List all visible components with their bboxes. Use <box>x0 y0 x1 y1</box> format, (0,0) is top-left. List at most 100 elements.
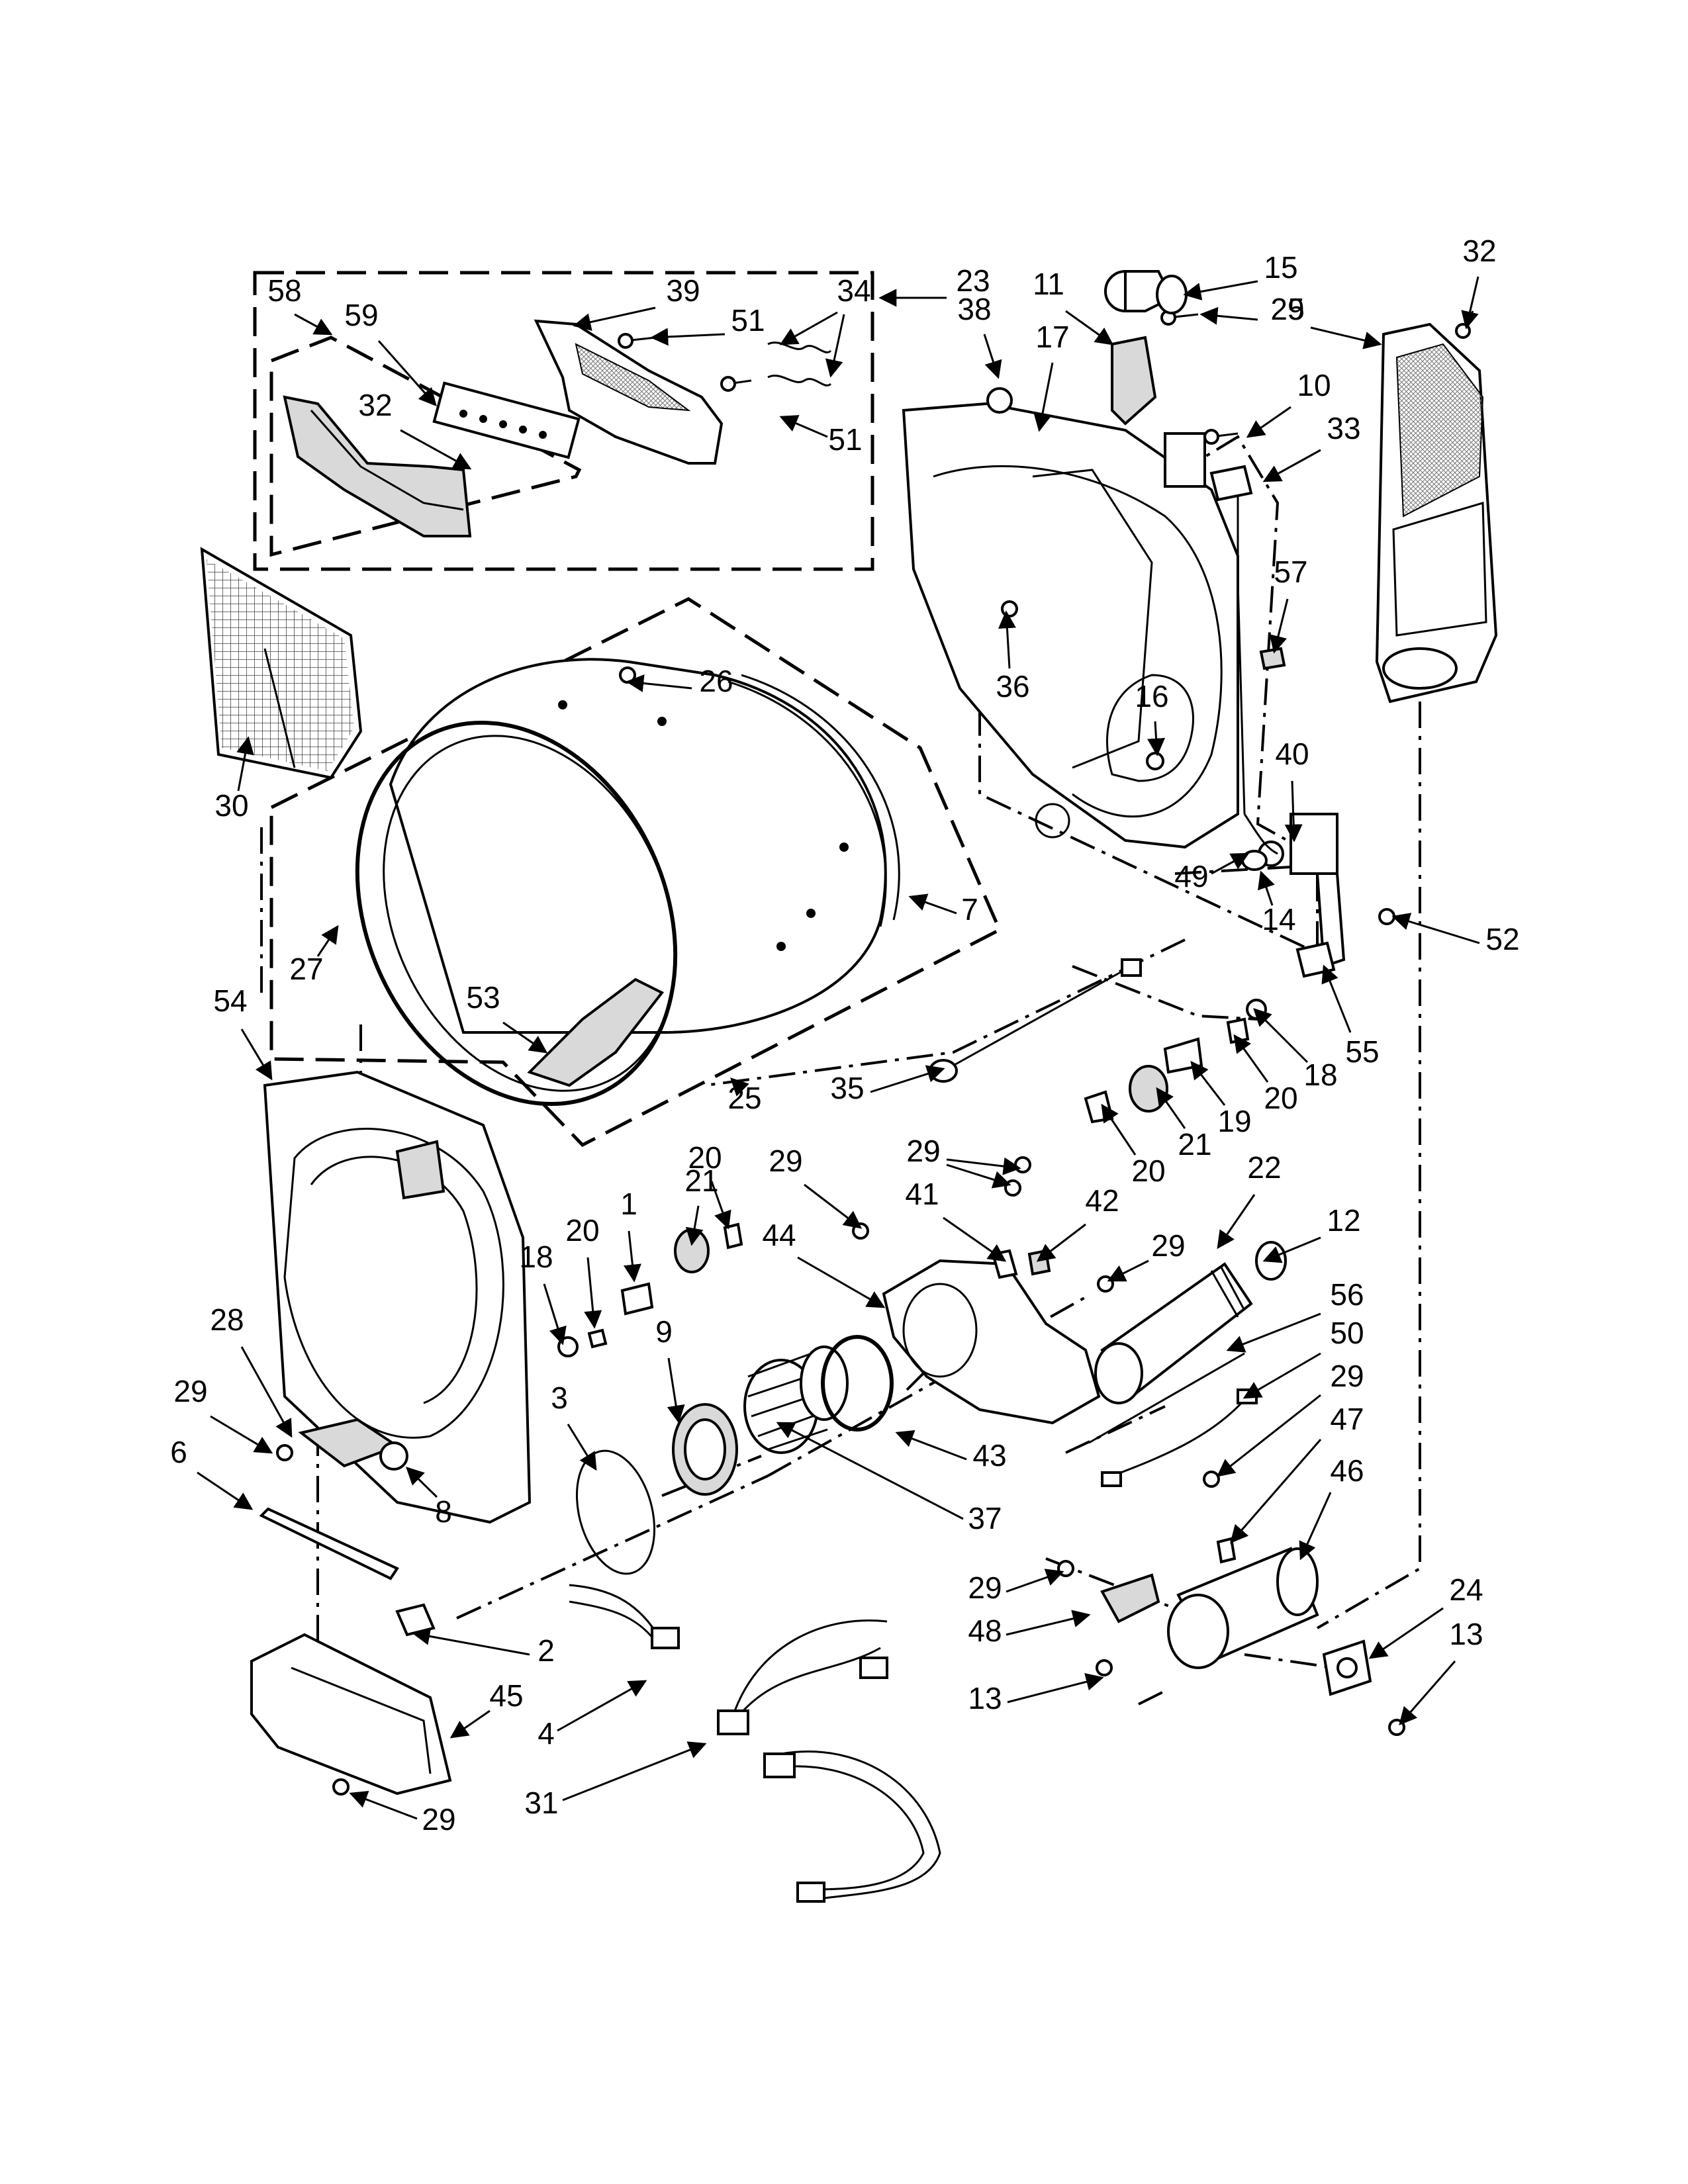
callout-leader-c52 <box>1391 913 1480 944</box>
blower-plate <box>672 1403 738 1496</box>
callout-leader-c42 <box>1036 1223 1086 1262</box>
callout-label-c59: 59 <box>344 298 378 332</box>
callout-label-c29a: 29 <box>1270 292 1304 326</box>
callout-label-c51b: 51 <box>828 422 862 457</box>
callout-leader-c8 <box>406 1467 438 1498</box>
callout-label-c40: 40 <box>1275 737 1309 771</box>
callout-label-c38: 38 <box>957 292 991 326</box>
callout-label-c6: 6 <box>170 1435 187 1469</box>
callout-label-c32b: 32 <box>1462 234 1496 268</box>
callout-leader-c40 <box>1284 780 1303 842</box>
callout-label-c26: 26 <box>699 664 733 698</box>
callout-leader-c26 <box>626 674 692 692</box>
callout-label-c17: 17 <box>1035 320 1069 354</box>
lint-housing-upper <box>534 319 724 465</box>
callout-leader-c46 <box>1299 1492 1332 1561</box>
callout-label-c43: 43 <box>972 1438 1006 1473</box>
exhaust-elbow <box>1104 270 1188 314</box>
callout-leader-c18b <box>543 1283 567 1345</box>
callout-label-c39: 39 <box>666 273 700 308</box>
callout-leader-c45 <box>449 1709 491 1739</box>
callout-leader-c49 <box>1211 852 1250 875</box>
callout-leader-c13a <box>1399 1661 1456 1726</box>
callout-leader-c37 <box>776 1422 964 1520</box>
callout-label-c34: 34 <box>837 273 870 308</box>
callout-label-c20b: 20 <box>1131 1154 1165 1188</box>
callout-label-c53: 53 <box>466 980 500 1015</box>
springs <box>767 341 832 387</box>
callout-leader-c3 <box>567 1424 597 1471</box>
callout-leader-c20c <box>710 1181 731 1230</box>
callout-leader-c4 <box>557 1680 647 1732</box>
callout-label-c10: 10 <box>1297 368 1331 402</box>
thermistor <box>1164 432 1253 815</box>
callout-label-c24: 24 <box>1449 1572 1483 1607</box>
door-sensor-wire <box>929 958 1142 1083</box>
callout-label-c2: 2 <box>538 1633 555 1668</box>
callout-leader-c51a <box>650 328 726 346</box>
support-bracket <box>1295 908 1395 978</box>
blower-wheel <box>743 1345 849 1454</box>
callout-label-c29g: 29 <box>173 1374 207 1408</box>
callout-leader-c25 <box>730 1077 749 1097</box>
callout-label-c57: 57 <box>1274 555 1307 589</box>
drum-front-seal <box>355 720 678 1107</box>
callout-label-c11: 11 <box>1033 267 1064 301</box>
callout-leader-c29c <box>946 1163 1011 1189</box>
callout-label-c55: 55 <box>1345 1034 1379 1069</box>
callout-leader-c38 <box>983 334 1002 379</box>
callout-leader-c9 <box>667 1357 685 1424</box>
callout-label-c30: 30 <box>214 788 248 823</box>
callout-leader-c29d <box>804 1183 863 1229</box>
callout-label-c21b: 21 <box>684 1163 718 1198</box>
callout-leader-c57 <box>1269 598 1289 654</box>
callout-label-c21a: 21 <box>1178 1127 1211 1161</box>
callout-label-c27: 27 <box>289 952 323 986</box>
callout-leader-c10 <box>1246 406 1291 438</box>
callout-label-c16: 16 <box>1135 679 1168 713</box>
callout-leader-c31 <box>562 1741 707 1801</box>
callout-label-c5: 5 <box>1288 292 1305 326</box>
callout-leader-c34b <box>825 314 845 378</box>
callout-leader-c19 <box>1190 1060 1226 1106</box>
heater-duct <box>1094 1262 1253 1404</box>
front-bulkhead <box>263 1070 532 1524</box>
callout-leader-c6 <box>197 1471 254 1510</box>
callout-label-c20c: 20 <box>688 1140 722 1175</box>
callout-leader-c20b <box>1101 1103 1137 1156</box>
front-brackets <box>259 1418 436 1637</box>
rear-bulkhead <box>902 387 1239 849</box>
callout-leader-c32a <box>400 429 472 470</box>
callout-leader-c12 <box>1262 1236 1321 1263</box>
callout-leader-c41 <box>943 1216 1007 1262</box>
callout-leader-c21b <box>685 1205 704 1246</box>
callout-label-c8: 8 <box>435 1494 452 1529</box>
callout-label-c41: 41 <box>905 1177 939 1211</box>
callout-label-c18b: 18 <box>519 1240 553 1274</box>
flame-sensor <box>1322 1639 1372 1696</box>
callout-label-c45: 45 <box>489 1678 523 1713</box>
callout-label-c23: 23 <box>956 263 990 298</box>
callout-leader-c17 <box>1033 362 1054 432</box>
callout-label-c50: 50 <box>1330 1316 1364 1350</box>
callout-leader-c29e <box>1107 1259 1149 1282</box>
callout-label-c18a: 18 <box>1303 1058 1337 1092</box>
callout-label-c15: 15 <box>1264 250 1297 285</box>
callout-leader-c21a <box>1156 1087 1186 1129</box>
callout-label-c20d: 20 <box>565 1213 599 1248</box>
callout-label-c32a: 32 <box>358 388 392 422</box>
callout-label-c44: 44 <box>762 1218 796 1252</box>
callout-leader-c58 <box>294 313 333 336</box>
burner-tube <box>1167 1547 1319 1669</box>
callout-leader-c36 <box>998 610 1016 669</box>
callout-label-c58: 58 <box>267 273 301 308</box>
wire-harness <box>569 1584 941 1903</box>
callout-label-c29b: 29 <box>906 1134 940 1168</box>
callout-leader-c30 <box>236 736 254 792</box>
callout-leader-c47 <box>1230 1439 1322 1544</box>
callout-label-c7: 7 <box>961 892 978 927</box>
blower-housing <box>882 1259 1101 1425</box>
ignitor <box>1216 1537 1237 1564</box>
callout-label-c9: 9 <box>655 1314 673 1349</box>
callout-label-c1: 1 <box>620 1187 637 1221</box>
